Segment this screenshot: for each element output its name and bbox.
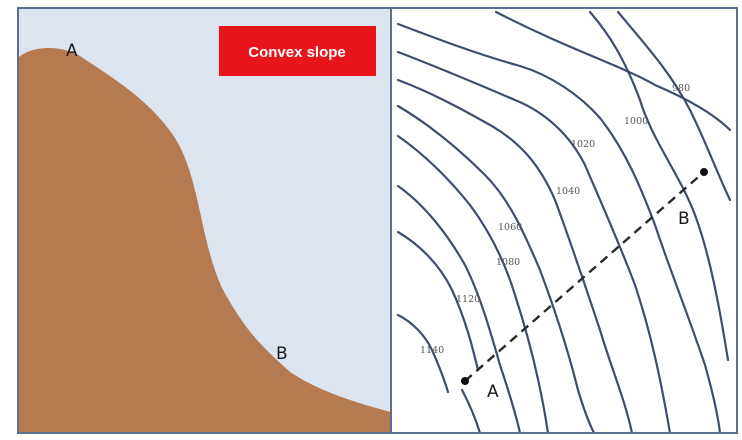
contour-line [396,134,550,435]
contour-line [588,10,730,362]
contour-label-1020: 1020 [571,139,595,150]
contour-line [396,104,596,435]
contour-line [396,230,480,372]
profile-panel: Convex slope A B [18,8,391,434]
contour-label-1000: 1000 [624,116,648,127]
contour-line [396,22,722,435]
profile-point-b-label: B [276,344,288,364]
contour-label-980: 980 [672,83,690,94]
contour-line [396,78,634,435]
contour-line [494,10,732,132]
contour-map-background [391,8,737,433]
profile-point-a-label: A [66,41,78,61]
contour-label-1140: 1140 [420,345,444,356]
map-point-b-label: B [678,209,690,229]
contour-label-1120: 1120 [456,294,480,305]
contour-line [396,313,450,394]
contour-panel: A B 980 1000 1020 1040 1060 1080 1120 11… [391,8,737,435]
contour-line [396,184,522,435]
transect-point-b [700,168,708,176]
contour-lines [396,10,732,435]
contour-line [396,50,672,435]
contour-label-1040: 1040 [556,186,580,197]
contour-line [460,388,482,435]
title-box [219,26,376,76]
profile-transect-line [464,171,705,382]
transect-point-a [461,377,469,385]
ground-profile [18,47,391,434]
slope-title: Convex slope [248,44,346,61]
contour-line [616,10,732,202]
contour-label-1060: 1060 [498,222,522,233]
map-point-a-label: A [487,382,499,402]
diagram-frame [17,7,738,434]
contour-label-1080: 1080 [496,257,520,268]
